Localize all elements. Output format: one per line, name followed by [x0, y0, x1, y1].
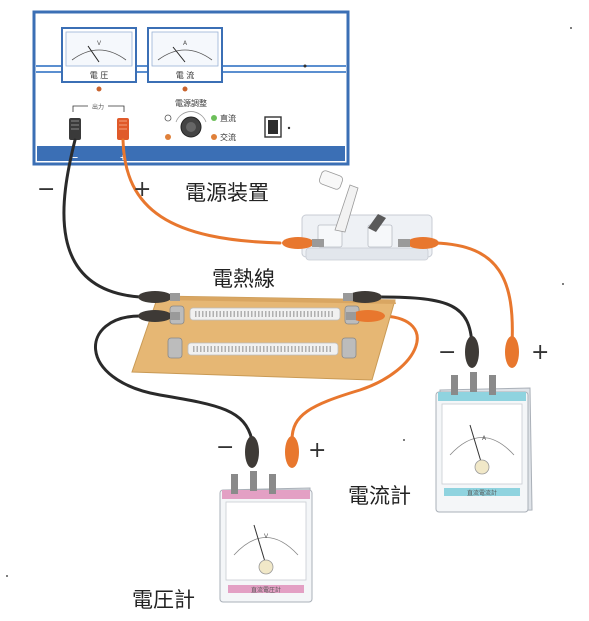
ammeter-terminal-3[interactable] [489, 375, 496, 395]
panel-voltage-label: 電 圧 [90, 71, 109, 80]
voltmeter-terminal-1[interactable] [231, 474, 238, 494]
panel-current-symbol: A [183, 40, 188, 47]
switch-lever[interactable] [334, 184, 359, 233]
voltmeter-terminal-3[interactable] [269, 474, 276, 494]
ammeter-plus-sign: + [531, 340, 549, 365]
black-wire-heater-to-voltmeter [93, 314, 254, 442]
supply-plus-sign: + [133, 177, 151, 202]
ammeter-plate: 直流電流計 [467, 489, 497, 497]
clip-switch-right[interactable] [407, 237, 439, 249]
voltmeter-plate: 直流電圧計 [251, 586, 281, 594]
clip-voltmeter-plus[interactable] [285, 436, 299, 468]
current-indicator-lamp [182, 86, 188, 92]
voltmeter-minus-sign: − [216, 435, 234, 460]
voltmeter-symbol: V [264, 533, 269, 540]
panel-current-label: 電 流 [176, 70, 195, 80]
ac-label: 交流 [220, 132, 236, 142]
panel-current-meter: A 電 流 [147, 27, 223, 83]
voltmeter-label: 電圧計 [132, 588, 195, 612]
power-supply-label: 電源装置 [185, 181, 269, 205]
output-bracket: 出力 [72, 101, 125, 112]
voltmeter-terminal-2[interactable] [250, 471, 257, 491]
ac-indicator-lamp [165, 134, 171, 140]
clip-ammeter-minus[interactable] [465, 336, 479, 368]
negative-output-terminal[interactable] [69, 118, 81, 140]
clip-heater-top-left[interactable] [138, 291, 172, 303]
power-supply-panel: V 電 圧 A 電 流 出力 [32, 10, 350, 166]
clip-heater-left-voltmeter[interactable] [138, 310, 172, 322]
ammeter-symbol: A [482, 435, 487, 442]
ac-selector[interactable]: 交流 [211, 132, 236, 142]
supply-minus-sign: − [37, 177, 55, 202]
alligator-clips [138, 237, 519, 468]
orange-wire-heater-to-voltmeter [290, 314, 419, 442]
heating-coil-lower [187, 342, 339, 356]
dc-label: 直流 [220, 113, 236, 123]
panel-voltage-meter: V 電 圧 [61, 27, 137, 83]
off-indicator-icon [164, 114, 172, 122]
ammeter-terminal-1[interactable] [451, 375, 458, 395]
orange-wire-switch-to-ammeter [433, 241, 514, 347]
clip-voltmeter-minus[interactable] [245, 436, 259, 468]
heating-wire-label: 電熱線 [212, 267, 275, 291]
heating-wire-board [131, 295, 396, 381]
voltage-indicator-lamp [96, 86, 102, 92]
ammeter: A 直流電流計 [435, 372, 533, 513]
panel-plus-sign: + [120, 153, 127, 162]
power-switch[interactable] [264, 116, 291, 138]
dc-selector[interactable]: 直流 [211, 113, 236, 123]
ammeter-label: 電流計 [348, 484, 411, 508]
panel-minus-sign: − [72, 153, 79, 162]
black-wire-supply-to-heater [62, 138, 142, 299]
positive-output-terminal[interactable] [117, 118, 129, 140]
voltmeter-plus-sign: + [308, 438, 326, 463]
voltmeter: V 直流電圧計 [219, 471, 313, 603]
voltage-adjust-label: 電源調整 [175, 98, 207, 108]
clip-switch-left[interactable] [282, 237, 314, 249]
ammeter-minus-sign: − [438, 340, 456, 365]
heating-coil-upper [189, 307, 341, 321]
orange-wire-supply-to-switch [121, 138, 282, 245]
black-wire-heater-to-ammeter [378, 295, 474, 347]
clip-ammeter-plus[interactable] [505, 336, 519, 368]
clip-heater-right-voltmeter[interactable] [351, 310, 385, 322]
output-label: 出力 [92, 103, 104, 111]
voltage-adjust-control[interactable]: 電源調整 [175, 98, 207, 138]
ammeter-terminal-2[interactable] [470, 372, 477, 392]
wires [62, 138, 514, 442]
clip-heater-top-right[interactable] [348, 291, 382, 303]
panel-voltage-symbol: V [97, 40, 102, 47]
